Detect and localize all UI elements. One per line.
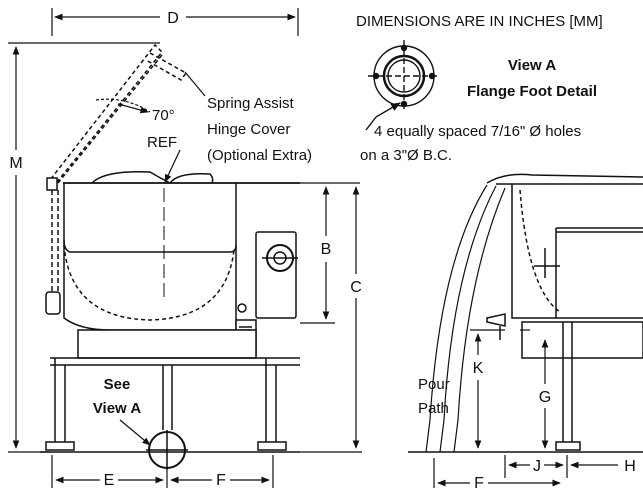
dim-label-k: K	[473, 360, 484, 377]
dim-label-f: F	[216, 472, 226, 488]
path-label: Path	[418, 400, 449, 417]
hinge-label-3: (Optional Extra)	[207, 147, 312, 164]
dim-label-b: B	[321, 241, 332, 258]
angle-label: 70°	[152, 107, 175, 124]
pour-label: Pour	[418, 376, 450, 393]
flange-foot-title: Flange Foot Detail	[467, 83, 597, 100]
angle-ref-label: REF	[147, 134, 177, 151]
see-view-a-label: View A	[93, 400, 142, 417]
dim-label-d: D	[167, 10, 179, 27]
units-note: DIMENSIONS ARE IN INCHES [MM]	[356, 13, 603, 30]
dimension-m	[8, 42, 160, 453]
dim-label-g: G	[539, 389, 551, 406]
hinge-label-1: Spring Assist	[207, 95, 295, 112]
flange-foot-detail	[365, 40, 440, 131]
dim-label-h: H	[624, 458, 636, 475]
dim-label-m: M	[9, 155, 22, 172]
holes-line-2: on a 3"Ø B.C.	[360, 147, 452, 164]
dim-label-c: C	[350, 279, 362, 296]
dim-label-j: J	[533, 458, 541, 475]
see-view-a-leader	[119, 419, 151, 446]
dimension-k-g-j-h	[433, 329, 618, 488]
hinge-label-2: Hinge Cover	[207, 121, 290, 138]
see-label: See	[104, 376, 131, 393]
dimension-b-c	[300, 182, 362, 453]
dimension-d	[51, 8, 299, 36]
kettle-side-view	[408, 173, 643, 453]
dim-label-f-side: F	[474, 475, 484, 488]
dimension-e-f	[51, 455, 274, 488]
holes-line-1: 4 equally spaced 7/16" Ø holes	[374, 123, 581, 140]
kettle-front-view	[40, 43, 300, 470]
dim-label-e: E	[104, 472, 115, 488]
angle-indicator	[95, 71, 206, 183]
view-a-title: View A	[508, 57, 557, 74]
